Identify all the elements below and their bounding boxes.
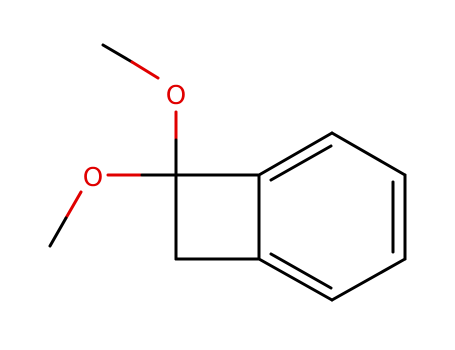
bond-methyl-left-black — [48, 216, 68, 248]
bond-double-inner-bottom — [269, 252, 333, 290]
bond-methyl-top-black — [101, 43, 134, 64]
bond-ring-c3-c2a — [257, 257, 334, 302]
bond-ring-c4-c3 — [330, 257, 407, 302]
bond-ring-c7a-c6 — [257, 131, 334, 177]
oxygen-atom-label-left: O — [83, 163, 103, 193]
bond-double-inner-top — [269, 144, 333, 182]
bond-methyl-top-red — [130, 60, 160, 80]
bond-ring-c6-c5 — [330, 131, 407, 177]
oxygen-atom-label-top: O — [166, 81, 186, 111]
bond-methyl-left-red — [64, 190, 83, 220]
